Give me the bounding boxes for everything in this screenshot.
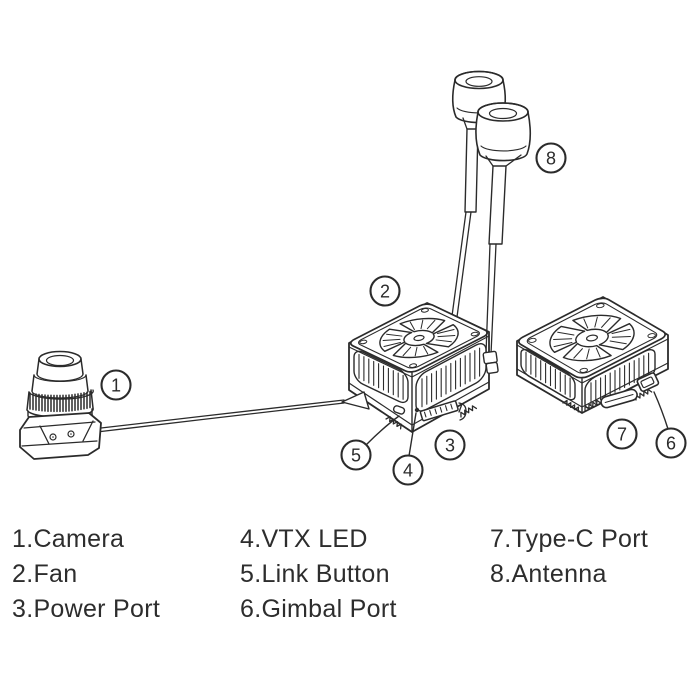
callout-vtx-led: 4 — [394, 456, 423, 485]
callout-link-button: 5 — [342, 441, 371, 470]
legend-item-gimbal-port: 6.Gimbal Port — [240, 595, 397, 623]
leader-line-vtx-led — [409, 413, 416, 456]
callout-number: 4 — [403, 461, 413, 481]
callout-number: 5 — [351, 446, 361, 466]
legend-column-3: 7.Type-C Port 8.Antenna — [490, 522, 648, 592]
callout-number: 6 — [666, 434, 676, 454]
legend-item-link-button: 5.Link Button — [240, 560, 390, 588]
vtx-led — [414, 407, 420, 413]
legend-item-antenna: 8.Antenna — [490, 560, 607, 588]
companion-unit-illustration — [515, 296, 669, 413]
antenna-front-illustration — [476, 103, 530, 244]
callout-camera: 1 — [102, 371, 131, 400]
cable-clip — [459, 403, 466, 420]
antenna-cap-ring — [478, 103, 528, 121]
camera-cable — [101, 400, 344, 432]
camera-lens-glass — [47, 356, 74, 366]
legend-item-power-port: 3.Power Port — [12, 595, 161, 623]
callout-number: 7 — [617, 425, 627, 445]
type-c-port — [600, 388, 639, 409]
antenna-sleeve — [489, 166, 506, 244]
camera-screw — [50, 434, 56, 440]
link-button — [393, 405, 406, 415]
callout-power-port: 3 — [436, 431, 465, 460]
legend-item-camera: 1.Camera — [12, 525, 125, 553]
legend-column-1: 1.Camera 2.Fan 3.Power Port — [12, 522, 160, 627]
antenna-cap-ring — [455, 72, 503, 89]
mount-flap — [342, 392, 369, 409]
antenna-stem — [452, 212, 471, 317]
gimbal-port — [637, 372, 660, 392]
legend-item-type-c-port: 7.Type-C Port — [490, 525, 649, 553]
callout-number: 2 — [380, 282, 390, 302]
callout-gimbal-port: 6 — [657, 429, 686, 458]
camera-illustration — [20, 352, 101, 460]
antenna-connector — [483, 244, 499, 374]
camera-screw — [68, 431, 74, 437]
legend-column-2: 4.VTX LED 5.Link Button 6.Gimbal Port — [240, 522, 397, 627]
vtx-unit-illustration — [342, 302, 491, 432]
antenna-sleeve — [465, 129, 478, 212]
power-port — [420, 401, 458, 421]
callout-fan: 2 — [371, 277, 400, 306]
callout-type-c-port: 7 — [608, 420, 637, 449]
callout-number: 1 — [111, 376, 121, 396]
legend-item-vtx-led: 4.VTX LED — [240, 525, 368, 553]
antenna-cap-hole — [490, 109, 517, 119]
callout-antenna: 8 — [537, 144, 566, 173]
leader-line-link-button — [367, 416, 399, 444]
camera-base — [20, 413, 101, 459]
callout-number: 3 — [445, 436, 455, 456]
antenna-back-illustration — [452, 72, 505, 318]
camera-lens-top — [39, 352, 81, 367]
callout-number: 8 — [546, 149, 556, 169]
legend-item-fan: 2.Fan — [12, 560, 78, 588]
leader-line-gimbal-port — [654, 392, 668, 429]
antenna-cap-hole — [466, 77, 492, 87]
